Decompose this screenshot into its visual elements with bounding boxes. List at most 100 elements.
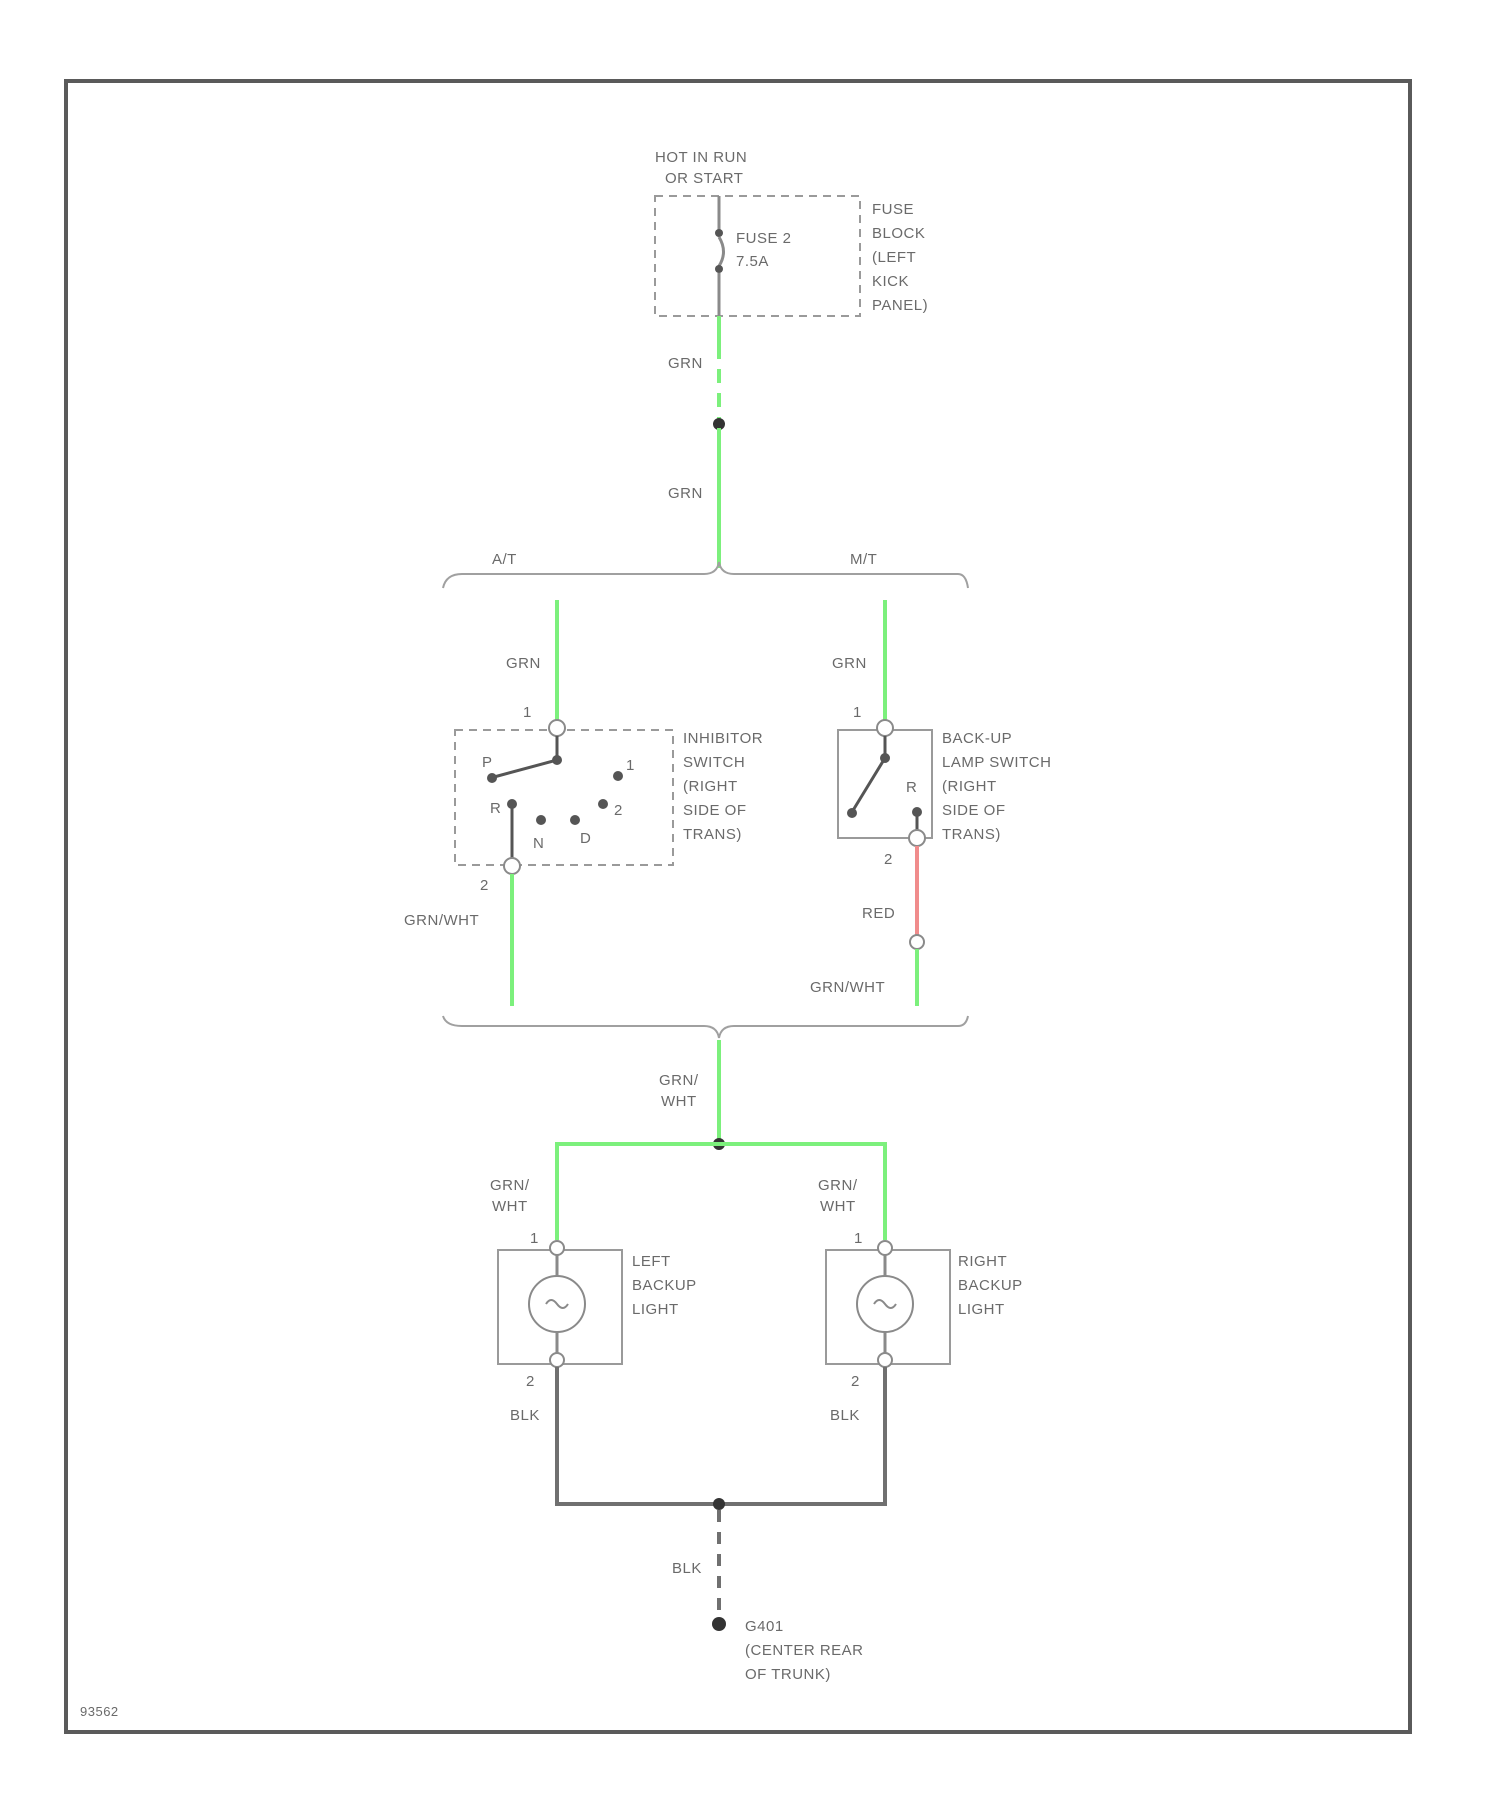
fuse-block: FUSE 2 7.5A FUSE BLOCK (LEFT KICK PANEL) [655, 196, 928, 316]
inhibitor-terminal-in [549, 720, 565, 736]
fuse-block-label-5: PANEL) [872, 297, 928, 314]
inhibitor-switch: 1 P R N D 2 1 2 INHIBITOR SWITCH (RIGHT … [455, 704, 763, 894]
right-backup-light: 1 2 RIGHT BACKUP LIGHT [826, 1230, 1023, 1390]
ground-label-2: (CENTER REAR [745, 1642, 864, 1659]
transmission-brace-top: A/T M/T [443, 551, 968, 588]
fuse-name: FUSE 2 [736, 230, 792, 247]
ground-circuit: BLK BLK BLK G401 (CENTER REAR OF TRUNK) [510, 1367, 885, 1683]
mt-lower-color: GRN/WHT [810, 979, 885, 996]
right-ground-color: BLK [830, 1407, 860, 1424]
inhibitor-pos-p: P [482, 754, 493, 771]
fuse-block-label-1: FUSE [872, 201, 914, 218]
right-lamp-label-1: RIGHT [958, 1253, 1007, 1270]
inhibitor-blade [494, 760, 557, 777]
inhibitor-contact-d [570, 815, 580, 825]
mt-output: RED GRN/WHT [810, 846, 924, 1006]
fuse-terminal-bottom [715, 265, 723, 273]
left-lamp-pin-top: 1 [530, 1230, 539, 1247]
left-bulb-filament-icon [546, 1300, 568, 1308]
inhibitor-contact-1 [613, 771, 623, 781]
backup-lamp-switch: 1 R 2 BACK-UP LAMP SWITCH (RIGHT SIDE OF… [838, 704, 1051, 868]
left-lamp-label-2: BACKUP [632, 1277, 697, 1294]
right-lamp-label-3: LIGHT [958, 1301, 1005, 1318]
left-lamp-feed-wire [557, 1144, 719, 1240]
inhibitor-pos-d: D [580, 830, 591, 847]
right-lamp-label-2: BACKUP [958, 1277, 1023, 1294]
ground-splice [713, 1498, 725, 1510]
fuse-block-label-4: KICK [872, 273, 909, 290]
inhibitor-contact-2 [598, 799, 608, 809]
feed-lower-color: GRN [668, 485, 703, 502]
brace-top-path [443, 562, 968, 588]
left-lamp-pin-bottom: 2 [526, 1373, 535, 1390]
diagram-frame [66, 81, 1410, 1732]
right-lamp-terminal-top [878, 1241, 892, 1255]
fuse-block-label-3: (LEFT [872, 249, 916, 266]
inhibitor-switch-outline [455, 730, 673, 865]
right-lamp-pin-bottom: 2 [851, 1373, 860, 1390]
right-lamp-pin-top: 1 [854, 1230, 863, 1247]
left-lamp-terminal-top [550, 1241, 564, 1255]
at-option-label: A/T [492, 551, 517, 568]
fuse-block-label-2: BLOCK [872, 225, 925, 242]
inhibitor-label-3: (RIGHT [683, 778, 738, 795]
inhibitor-terminal-out [504, 858, 520, 874]
at-output: GRN/WHT [404, 874, 512, 1006]
inhibitor-contact-p [487, 773, 497, 783]
backup-switch-label-3: (RIGHT [942, 778, 997, 795]
backup-switch-label-4: SIDE OF [942, 802, 1006, 819]
brace-bottom-path [443, 1016, 968, 1038]
common-color-line1: GRN/ [659, 1072, 699, 1089]
backup-switch-open-contact [847, 808, 857, 818]
power-condition-line2: OR START [665, 170, 743, 187]
left-backup-light: 1 2 LEFT BACKUP LIGHT [498, 1230, 697, 1390]
right-lamp-feed-color-line1: GRN/ [818, 1177, 858, 1194]
inhibitor-pos-n: N [533, 835, 544, 852]
fuse-symbol-icon [719, 237, 724, 266]
inhibitor-label-1: INHIBITOR [683, 730, 763, 747]
left-lamp-feed-color-line2: WHT [492, 1198, 528, 1215]
backup-switch-pin-in: 1 [853, 704, 862, 721]
inhibitor-pin-out: 2 [480, 877, 489, 894]
power-condition-line1: HOT IN RUN [655, 149, 747, 166]
ground-label-3: OF TRUNK) [745, 1666, 831, 1683]
inhibitor-contact-n [536, 815, 546, 825]
left-lamp-label-3: LIGHT [632, 1301, 679, 1318]
ground-label-1: G401 [745, 1618, 784, 1635]
backup-switch-terminal-out [909, 830, 925, 846]
inhibitor-pos-2: 2 [614, 802, 623, 819]
main-ground-color: BLK [672, 1560, 702, 1577]
left-lamp-feed-color-line1: GRN/ [490, 1177, 530, 1194]
fuse-terminal-top [715, 229, 723, 237]
backup-switch-label-1: BACK-UP [942, 730, 1012, 747]
feed-upper-color: GRN [668, 355, 703, 372]
inhibitor-out-color: GRN/WHT [404, 912, 479, 929]
inhibitor-label-2: SWITCH [683, 754, 745, 771]
right-lamp-feed-wire [719, 1144, 885, 1240]
ground-point-icon [712, 1617, 726, 1631]
mt-inline-connector [910, 935, 924, 949]
transmission-brace-bottom [443, 1016, 968, 1038]
inhibitor-pos-1: 1 [626, 757, 635, 774]
inhibitor-pos-r: R [490, 800, 501, 817]
at-feed-color: GRN [506, 655, 541, 672]
mt-feed-color: GRN [832, 655, 867, 672]
fuse-rating: 7.5A [736, 253, 769, 270]
backup-switch-pos-r: R [906, 779, 917, 796]
right-lamp-feed-color-line2: WHT [820, 1198, 856, 1215]
left-ground-color: BLK [510, 1407, 540, 1424]
inhibitor-label-5: TRANS) [683, 826, 742, 843]
common-feed: GRN/ WHT GRN/ WHT GRN/ WHT [490, 1040, 885, 1240]
backup-switch-label-5: TRANS) [942, 826, 1001, 843]
left-lamp-terminal-bottom [550, 1353, 564, 1367]
backup-switch-terminal-in [877, 720, 893, 736]
backup-switch-label-2: LAMP SWITCH [942, 754, 1051, 771]
common-color-line2: WHT [661, 1093, 697, 1110]
inhibitor-pin-in: 1 [523, 704, 532, 721]
backup-switch-out-color: RED [862, 905, 895, 922]
right-bulb-filament-icon [874, 1300, 896, 1308]
ground-bus-wire [557, 1367, 885, 1504]
backup-switch-blade [852, 758, 885, 812]
left-lamp-label-1: LEFT [632, 1253, 671, 1270]
power-source: HOT IN RUN OR START [655, 149, 747, 187]
